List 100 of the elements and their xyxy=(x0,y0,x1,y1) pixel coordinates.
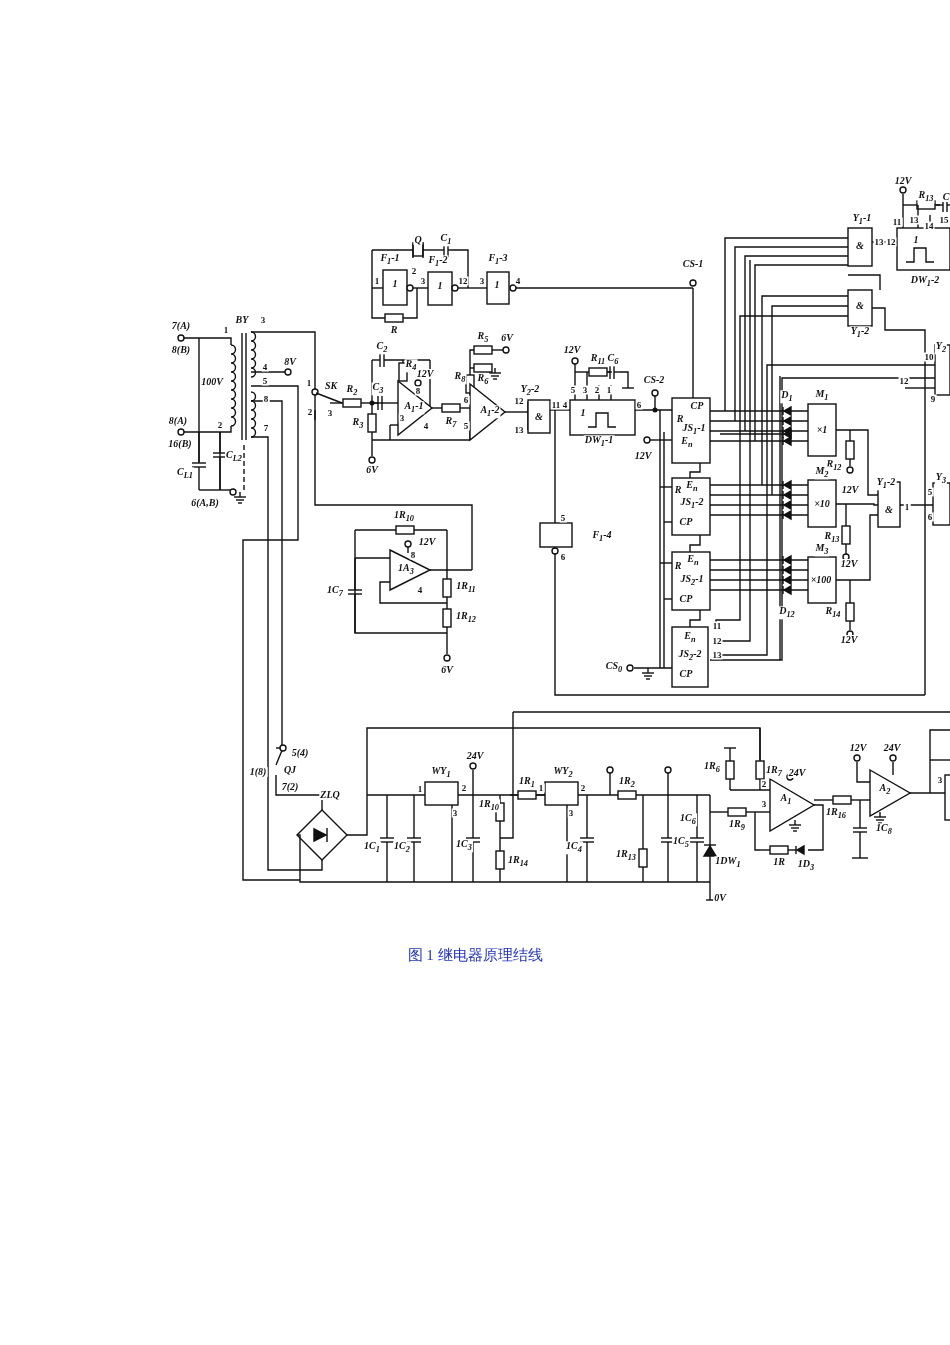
terminal-label: 7(2) xyxy=(280,782,300,792)
part-label: JS$_{2}$-2 xyxy=(677,649,703,663)
part-label: R$_{14}$ xyxy=(824,606,842,620)
terminal-label: 1(8) xyxy=(248,767,268,777)
part-label: 1R$_{7}$ xyxy=(765,765,783,779)
part-label: WY$_{1}$ xyxy=(430,766,452,780)
voltage-label: 0V xyxy=(713,893,727,903)
part-label: BY xyxy=(234,315,250,325)
pin-number: 6 xyxy=(635,400,643,410)
part-label: R$_{13}$ xyxy=(917,190,935,204)
voltage-label: 6V xyxy=(500,333,514,343)
pin-number: 1 xyxy=(373,276,381,286)
voltage-label: 100V xyxy=(200,377,224,387)
part-label: WY$_{2}$ xyxy=(552,766,574,780)
gate-symbol: 1 xyxy=(912,235,920,245)
terminal-label: 16(B) xyxy=(167,439,193,449)
pin-number: 2 xyxy=(460,783,468,793)
part-label: M$_{1}$ xyxy=(814,389,830,403)
pin-number: 6 xyxy=(926,512,934,522)
voltage-label: 12V xyxy=(417,537,437,547)
part-label: D$_{12}$ xyxy=(778,606,796,620)
pin-number: 5 xyxy=(462,421,470,431)
part-label: ZLQ xyxy=(319,790,341,800)
pin-number: 3 xyxy=(326,408,334,418)
pin-number: 12 xyxy=(711,636,723,646)
pin-number: 11 xyxy=(891,217,903,227)
pin-number: 3 xyxy=(760,799,768,809)
pin-number: 13 xyxy=(711,650,723,660)
pin-number: 2 xyxy=(306,407,314,417)
gate-symbol: & xyxy=(534,412,544,422)
pin-number: 3 xyxy=(936,775,944,785)
voltage-label: 12V xyxy=(633,451,653,461)
part-label: CP xyxy=(678,594,694,604)
terminal-label: CS-2 xyxy=(642,375,666,385)
pin-number: 3 xyxy=(259,315,267,325)
part-label: DW$_{1}$-2 xyxy=(909,275,941,289)
part-label: CP xyxy=(678,517,694,527)
part-label: Y$_{1}$-2 xyxy=(875,477,897,491)
pin-number: 14 xyxy=(923,221,935,231)
voltage-label: 24V xyxy=(787,768,807,778)
part-label: Q xyxy=(413,235,423,245)
part-label: Y$_{1}$-1 xyxy=(851,213,873,227)
pin-number: 1 xyxy=(305,378,313,388)
part-label: 1R$_{16}$ xyxy=(825,807,847,821)
part-label: R xyxy=(673,485,683,495)
voltage-label: 12V xyxy=(840,485,860,495)
part-label: 1R$_{14}$ xyxy=(507,855,529,869)
part-label: R$_{8}$ xyxy=(453,371,467,385)
voltage-label: 12V xyxy=(415,369,435,379)
part-label: 1R$_{2}$ xyxy=(618,776,636,790)
pin-number: 13 xyxy=(513,425,525,435)
pin-number: 2 xyxy=(579,783,587,793)
pin-number: 7 xyxy=(262,423,270,433)
part-label: F$_{1}$-2 xyxy=(427,255,449,269)
pin-number: 13 xyxy=(873,237,885,247)
pin-number: 8 xyxy=(414,386,422,396)
part-label: SK xyxy=(323,381,339,391)
pin-number: 12 xyxy=(457,276,469,286)
pin-number: 5 xyxy=(569,385,577,395)
multiplier-label: ×10 xyxy=(813,499,831,509)
part-label: R$_{6}$ xyxy=(476,373,490,387)
pin-number: 3 xyxy=(478,276,486,286)
part-label: C xyxy=(941,192,950,202)
pin-number: 1 xyxy=(605,385,613,395)
part-label: E$_{n}$ xyxy=(683,631,697,645)
pin-number: 3 xyxy=(398,413,406,423)
pin-number: 2 xyxy=(410,266,418,276)
part-label: JS$_{1}$-2 xyxy=(679,497,705,511)
part-label: 1R xyxy=(772,857,786,867)
part-label: E$_{n}$ xyxy=(686,554,700,568)
pin-number: 1 xyxy=(903,502,911,512)
voltage-label: 12V xyxy=(893,176,913,186)
pin-number: 2 xyxy=(593,385,601,395)
part-label: R$_{4}$ xyxy=(404,359,418,373)
part-label: R$_{3}$ xyxy=(351,417,365,431)
pin-number: 1 xyxy=(537,783,545,793)
voltage-label: 6V xyxy=(440,665,454,675)
pin-number: 8 xyxy=(409,550,417,560)
pin-number: 3 xyxy=(451,808,459,818)
pin-number: 3 xyxy=(581,385,589,395)
pin-number: 3 xyxy=(419,276,427,286)
pin-number: 13 xyxy=(908,215,920,225)
pin-number: 12 xyxy=(513,396,525,406)
part-label: A$_{2}$ xyxy=(878,783,892,797)
part-label: E$_{n}$ xyxy=(680,436,694,450)
part-label: 1DW$_{1}$ xyxy=(714,856,742,870)
pin-number: 5 xyxy=(559,513,567,523)
part-label: C$_{2}$ xyxy=(375,341,389,355)
terminal-label: 6(A,B) xyxy=(190,498,220,508)
pin-number: 4 xyxy=(561,400,569,410)
pin-number: 11 xyxy=(550,400,562,410)
part-label: E$_{n}$ xyxy=(685,480,699,494)
terminal-label: 8(A) xyxy=(167,416,189,426)
part-label: 1C$_{1}$ xyxy=(363,841,381,855)
part-label: 1C$_{2}$ xyxy=(393,841,411,855)
part-label: DW$_{1}$-1 xyxy=(583,435,615,449)
part-label: CP xyxy=(689,401,705,411)
pin-number: 12 xyxy=(898,376,910,386)
part-label: Y$_{3}$ xyxy=(934,472,948,486)
part-label: 1R$_{6}$ xyxy=(703,761,721,775)
